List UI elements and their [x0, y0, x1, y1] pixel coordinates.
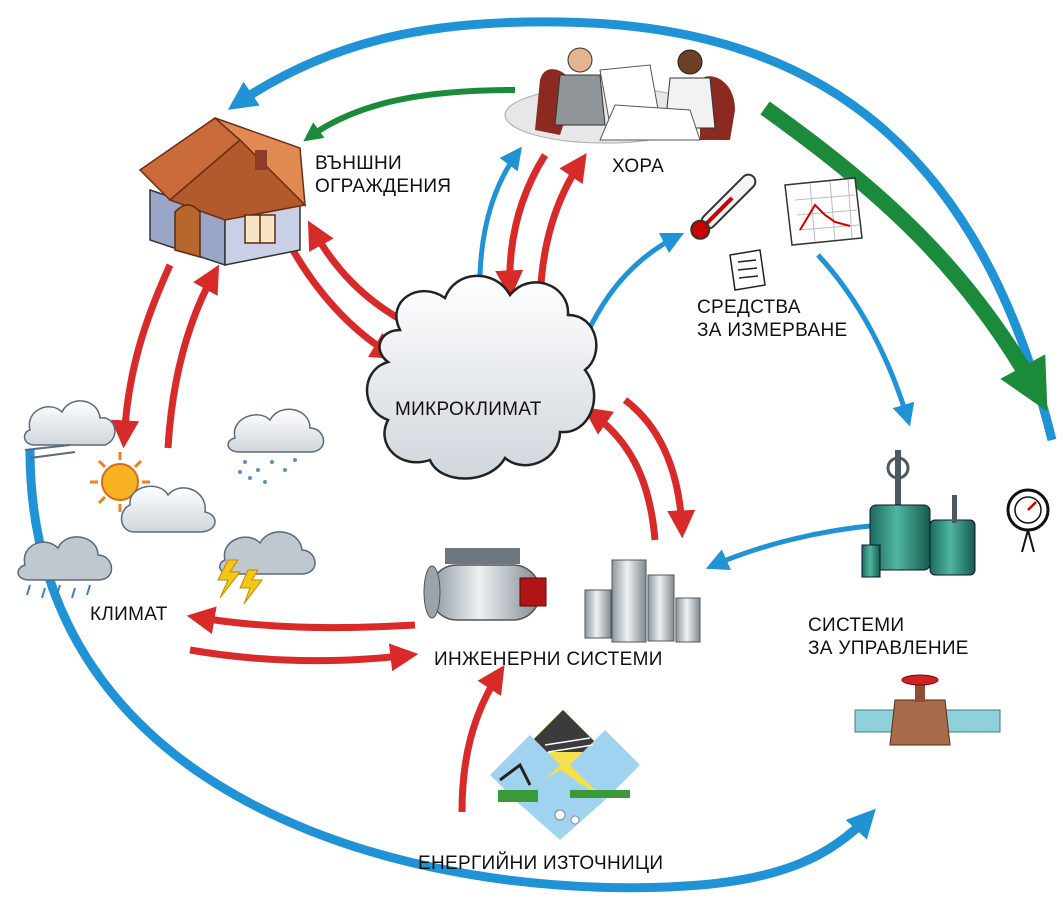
arrow-energy-to-systems [458, 664, 505, 813]
people-label: ХОРА [612, 156, 665, 177]
control-label-line1: СИСТЕМИ [808, 615, 905, 636]
arrow-people-to-envelope [227, 17, 1057, 442]
gauge-icon [1006, 488, 1050, 553]
energy-label: ЕНЕРГИЙНИ ИЗТОЧНИЦИ [418, 853, 664, 874]
arrow-people-to-control [760, 101, 1048, 412]
energy-sources-icon [490, 706, 640, 840]
blue-arrows [477, 146, 915, 570]
arrow-micro-to-house [307, 220, 407, 326]
heat-exchanger-icon [584, 559, 701, 643]
red-arrows [111, 153, 696, 813]
measuring-label: СРЕДСТВА ЗА ИЗМЕРВАНЕ [697, 296, 847, 342]
report-icon [729, 249, 766, 291]
arrow-micro-to-people [536, 153, 587, 301]
arrow-control-to-systems [705, 522, 881, 570]
climate-label: КЛИМАТ [90, 604, 168, 625]
arrow-house-to-micro [286, 243, 400, 360]
pipe-valve-icon [854, 674, 1001, 746]
control-label: СИСТЕМИ ЗА УПРАВЛЕНИЕ [808, 614, 969, 660]
arrow-climate-to-control [25, 449, 876, 893]
engineering-label: ИНЖЕНЕРНИ СИСТЕМИ [434, 649, 663, 670]
people-icon [504, 47, 735, 144]
snow-cloud-icon [227, 408, 325, 484]
valve-icon [861, 450, 976, 578]
graph-icon [784, 177, 863, 246]
weather-icon [23, 400, 116, 459]
envelope-label-line2: ОГРАЖДЕНИЯ [315, 176, 452, 197]
arrow-micro-to-systems [622, 397, 696, 539]
arrow-people-to-micro [495, 153, 548, 299]
cloud-icon [365, 274, 598, 480]
envelope-label: ВЪНШНИ ОГРАЖДЕНИЯ [315, 152, 451, 198]
arrow-measuring-to-control [816, 253, 915, 427]
arrow-house-to-climate [111, 263, 174, 449]
control-label-line2: ЗА УПРАВЛЕНИЕ [808, 638, 969, 659]
measuring-label-line1: СРЕДСТВА [697, 297, 801, 318]
storm-cloud-icon [217, 531, 316, 605]
arrow-people-to-house [303, 87, 516, 142]
boiler-icon [423, 548, 547, 621]
arrow-climate-to-systems [189, 643, 419, 672]
arrow-systems-to-micro [583, 407, 659, 541]
envelope-label-line1: ВЪНШНИ [315, 153, 402, 174]
thermometer-icon [690, 173, 757, 240]
house-icon [138, 117, 307, 267]
microclimate-label: МИКРОКЛИМАТ [395, 399, 542, 420]
rain-cloud-icon [17, 536, 113, 599]
arrow-climate-to-house [164, 264, 220, 449]
arrow-systems-to-climate [186, 606, 416, 635]
sun-cloud-icon [90, 452, 216, 533]
measuring-label-line2: ЗА ИЗМЕРВАНЕ [697, 320, 848, 341]
